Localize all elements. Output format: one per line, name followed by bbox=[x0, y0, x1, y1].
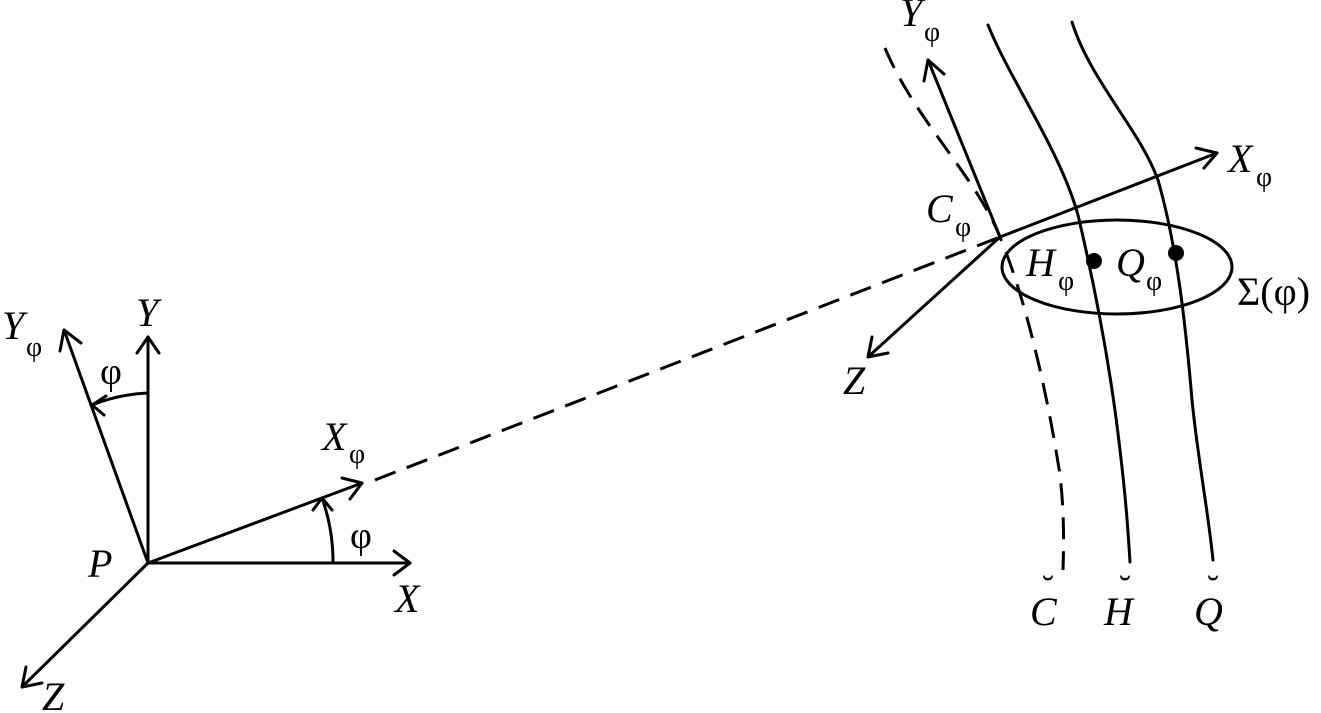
label-origin-p: P bbox=[87, 541, 112, 586]
left-z-axis bbox=[20, 561, 150, 689]
label-curve-c-breve: ˘ bbox=[1042, 568, 1054, 608]
angle-arc-yphi-arrowhead bbox=[90, 394, 108, 417]
curves bbox=[883, 20, 1215, 571]
label-point-h: H bbox=[1025, 240, 1057, 285]
label-curve-q: Q bbox=[1194, 589, 1223, 634]
label-xphi-right-sub: φ bbox=[1256, 162, 1272, 193]
label-angle-phi-lower: φ bbox=[350, 515, 372, 557]
point-h-dot bbox=[1086, 253, 1102, 269]
left-x-arrowhead bbox=[392, 549, 412, 577]
right-xphi-arrowhead bbox=[1194, 146, 1219, 170]
label-xphi-left: X bbox=[320, 414, 348, 459]
left-yphi-axis bbox=[62, 328, 150, 565]
label-point-q-sub: φ bbox=[1146, 266, 1162, 297]
label-z-left: Z bbox=[42, 674, 65, 713]
right-yphi-arrowhead bbox=[922, 58, 946, 83]
label-curve-c: C bbox=[1030, 589, 1058, 634]
right-xphi-axis bbox=[998, 151, 1219, 239]
label-xphi-right: X bbox=[1226, 136, 1254, 181]
right-z-axis bbox=[866, 235, 1002, 359]
label-origin-c-sub: φ bbox=[955, 212, 971, 243]
connector-dashed-line bbox=[374, 235, 1001, 482]
right-frame bbox=[866, 58, 1219, 359]
label-section-sigma: Σ(φ) bbox=[1237, 269, 1310, 314]
label-yphi-left: Y bbox=[2, 303, 28, 348]
curve-q bbox=[1070, 20, 1215, 562]
label-y: Y bbox=[136, 290, 162, 335]
curve-h bbox=[986, 23, 1132, 564]
label-curve-q-breve: ˘ bbox=[1207, 568, 1219, 608]
angle-arc-xphi-arrowhead bbox=[311, 496, 334, 512]
left-xphi-axis bbox=[146, 481, 364, 565]
left-z-arrowhead bbox=[20, 665, 44, 689]
label-origin-c: C bbox=[926, 186, 954, 231]
label-x: X bbox=[393, 576, 421, 621]
left-xphi-arrowhead bbox=[340, 476, 364, 501]
right-yphi-axis bbox=[926, 58, 1002, 239]
label-point-h-sub: φ bbox=[1058, 266, 1074, 297]
label-z-right: Z bbox=[843, 358, 866, 403]
cross-section-ellipse bbox=[1000, 218, 1234, 316]
label-yphi-right: Y bbox=[900, 0, 926, 35]
label-point-q: Q bbox=[1116, 240, 1145, 285]
label-xphi-left-sub: φ bbox=[349, 439, 365, 470]
right-z-arrowhead bbox=[866, 335, 890, 359]
left-frame bbox=[20, 328, 412, 689]
point-q-dot bbox=[1168, 245, 1184, 261]
label-curve-h-breve: ˘ bbox=[1119, 568, 1131, 608]
label-curve-h: H bbox=[1103, 589, 1135, 634]
label-yphi-left-sub: φ bbox=[26, 332, 42, 363]
curve-c-dashed bbox=[883, 47, 1066, 571]
left-y-arrowhead bbox=[135, 335, 161, 355]
label-angle-phi-upper: φ bbox=[100, 351, 122, 393]
left-yphi-arrowhead bbox=[58, 328, 83, 353]
label-yphi-right-sub: φ bbox=[924, 17, 940, 48]
